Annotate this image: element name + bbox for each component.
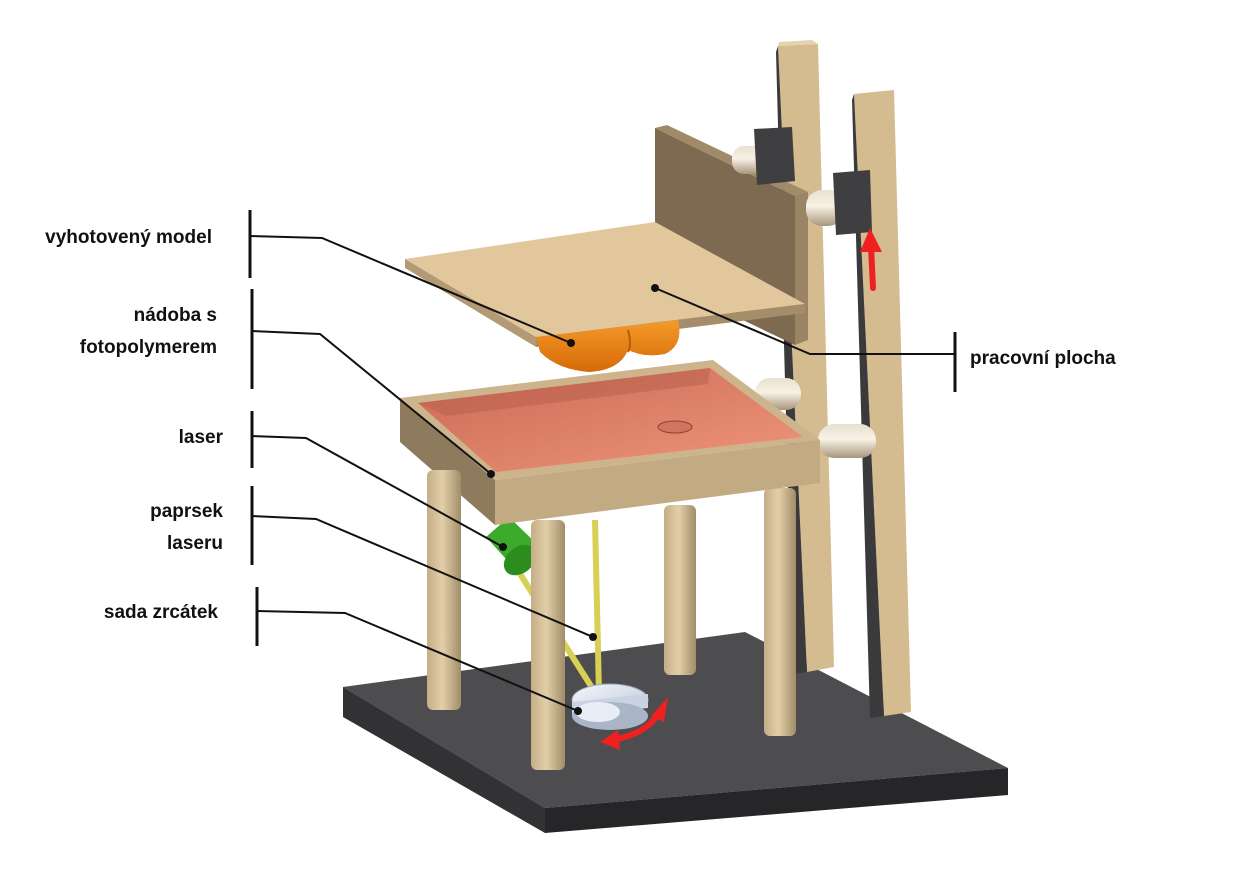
laser-module	[486, 517, 541, 576]
label-laser-line-1: laser	[178, 427, 223, 448]
lift-arrow	[860, 228, 882, 291]
label-vat-line-2: fotopolymerem	[79, 337, 217, 358]
label-vat-line-1: nádoba s	[133, 305, 217, 326]
label-mirror-set-line-1: sada zrcátek	[103, 602, 218, 623]
vat	[400, 360, 820, 525]
label-build-platform-line-1: pracovní plocha	[970, 348, 1116, 369]
label-mirror-set: sada zrcátek	[104, 597, 218, 629]
label-printed-model-line-1: vyhotovený model	[45, 227, 212, 248]
rotation-arrow	[600, 697, 668, 750]
label-brackets	[248, 210, 957, 646]
label-build-platform: pracovní plocha	[970, 343, 1116, 375]
label-vat: nádoba s fotopolymerem	[80, 300, 217, 364]
printed-model	[536, 320, 680, 372]
leader-lines	[249, 235, 955, 712]
label-laser-beam-line-2: laseru	[167, 533, 223, 554]
label-laser: laser	[179, 422, 223, 454]
vat-legs-back	[664, 488, 796, 736]
label-laser-beam: paprsek laseru	[150, 496, 223, 560]
mirror-set	[571, 683, 649, 730]
leader-dots	[487, 284, 659, 715]
label-laser-beam-line-1: paprsek	[150, 501, 223, 522]
base-plate	[343, 632, 1008, 833]
label-printed-model: vyhotovený model	[45, 222, 212, 254]
